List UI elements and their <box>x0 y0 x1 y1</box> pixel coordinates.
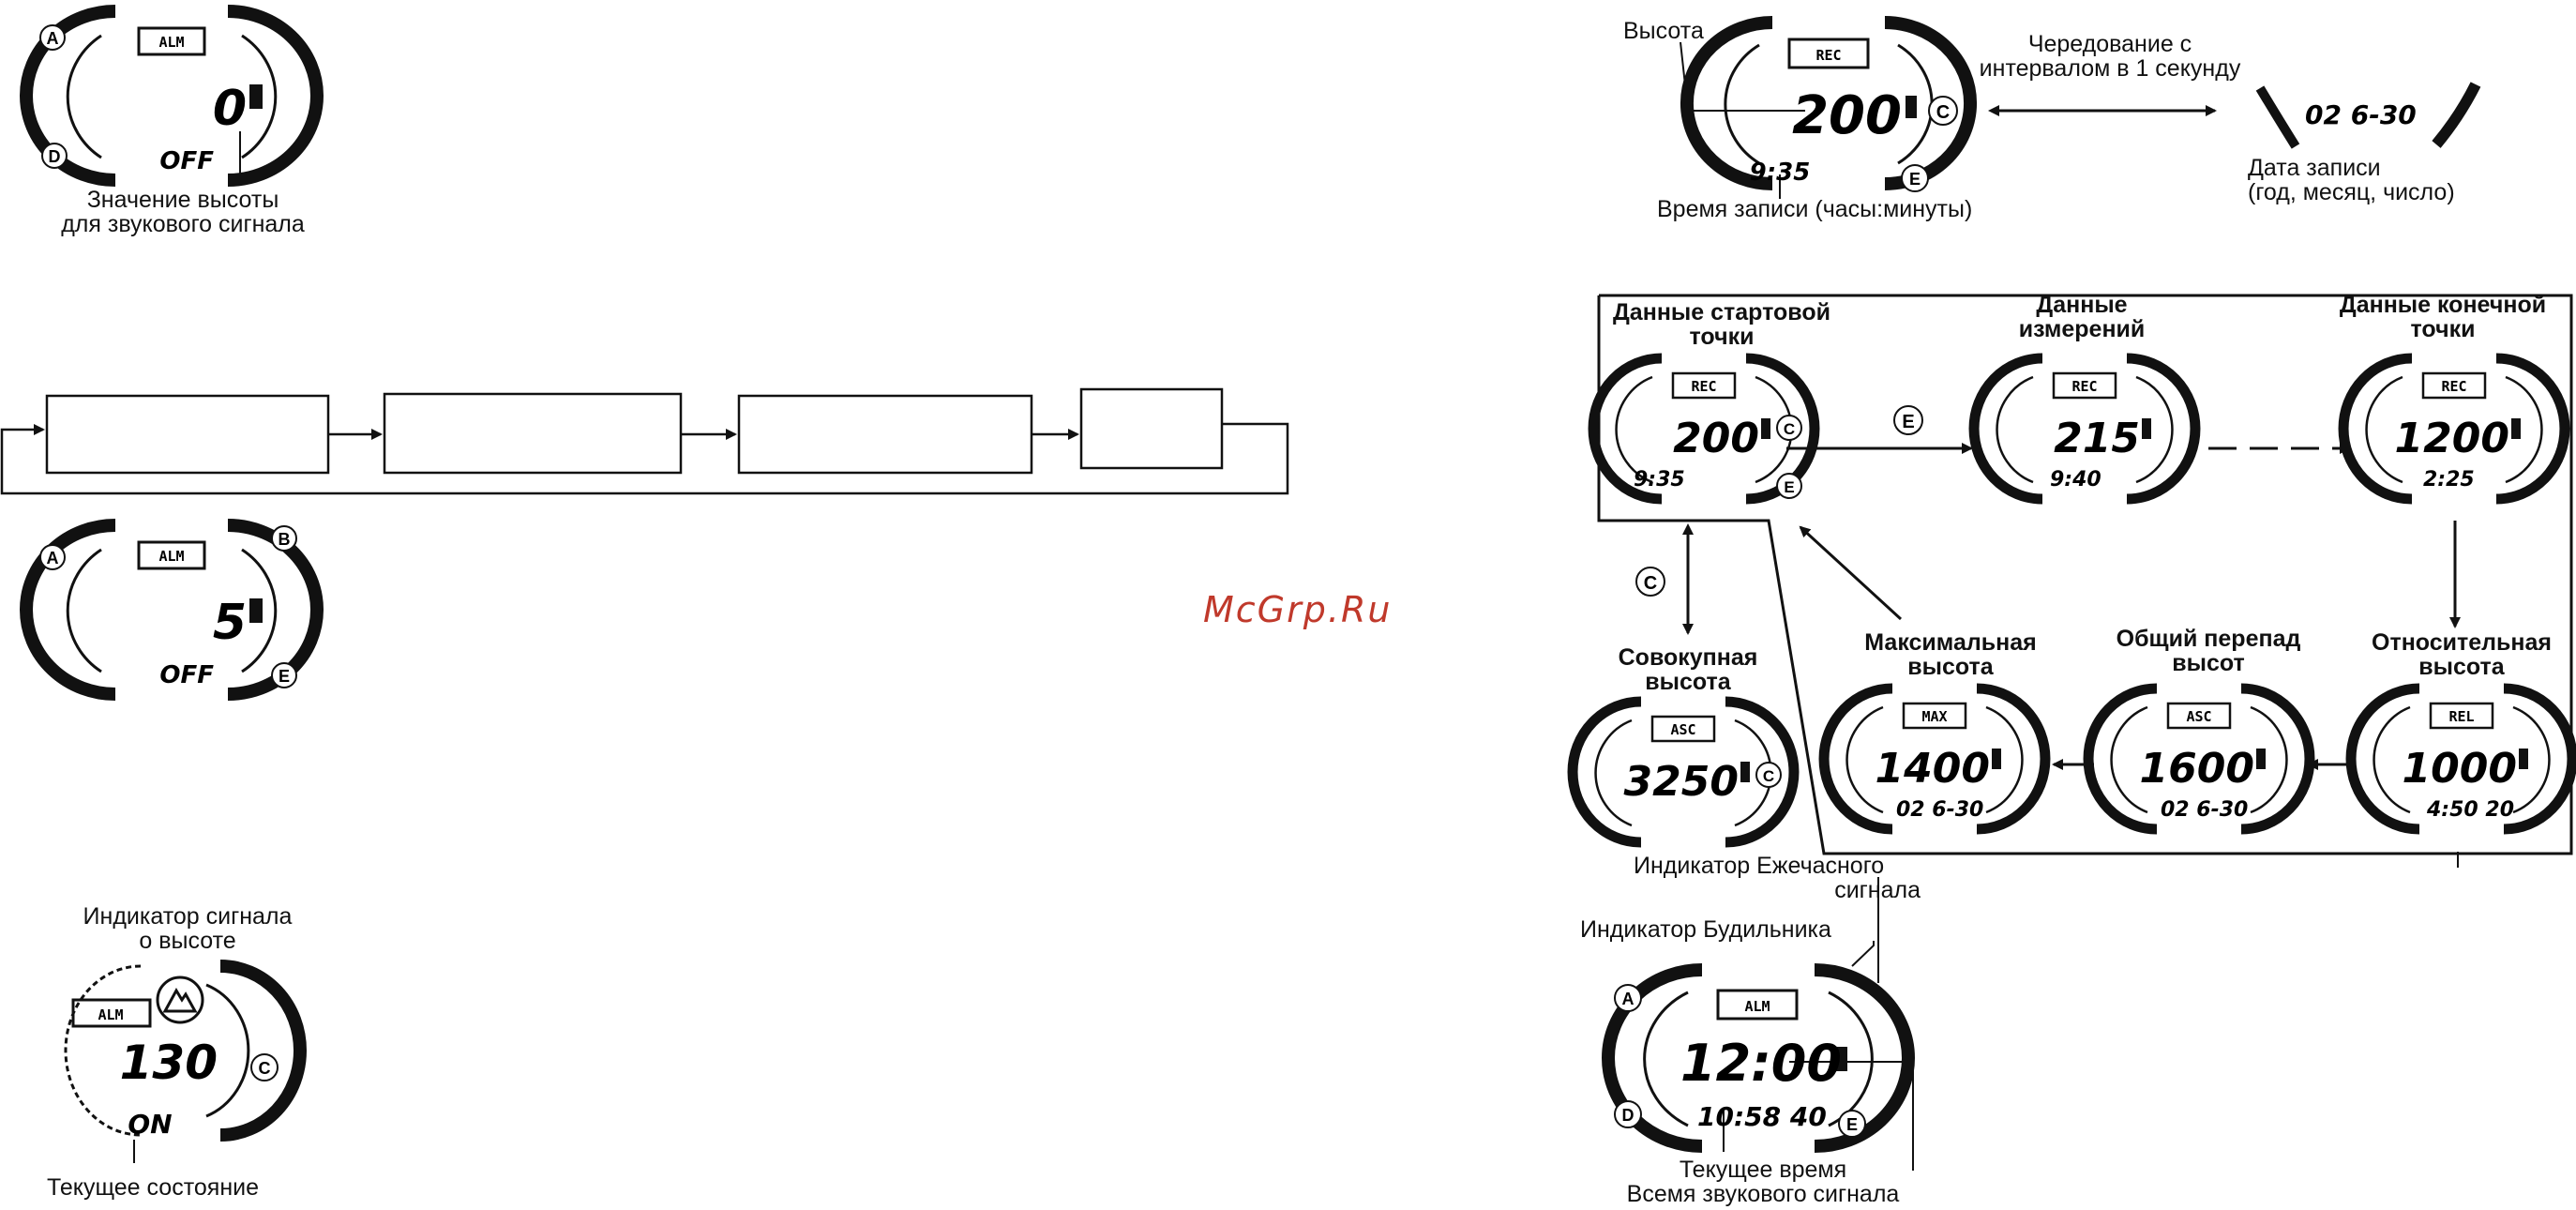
max-label: Максимальная высота <box>1864 629 2037 680</box>
altitude-value: 130 <box>120 1036 218 1090</box>
measure-time: 9:40 <box>2050 468 2101 492</box>
alarm-state: OFF <box>159 147 214 175</box>
arrow-e-marker: E <box>1893 405 1923 435</box>
button-a-icon: A <box>47 29 59 48</box>
watch-total: ASC 1600 02 6-30 <box>2083 683 2315 835</box>
mode-label: REC <box>2441 378 2466 395</box>
total-date: 02 6-30 <box>2161 798 2248 822</box>
alarm-label: Индикатор Будильника <box>1580 916 1831 943</box>
start-label: Данные стартовой точки <box>1613 299 1830 350</box>
hourly-label: Индикатор Ежечасного сигнала <box>1634 853 1921 903</box>
end-label: Данные конечной точки <box>2339 292 2547 342</box>
total-altitude: 1600 <box>2140 745 2254 793</box>
mode-label: REC <box>1691 378 1716 395</box>
button-e-icon: E <box>279 667 290 686</box>
alarm-state: ON <box>128 1109 172 1140</box>
cycle-frame <box>1597 294 2573 855</box>
watch1-caption: Значение высоты для звукового сигнала <box>61 187 305 237</box>
mode-label: ALM <box>158 548 184 565</box>
button-c-icon: C <box>1763 767 1774 785</box>
button-c-icon: C <box>259 1059 271 1078</box>
current-time-value: 10:58 40 <box>1697 1101 1827 1132</box>
record-time-label: Время записи (часы:минуты) <box>1657 196 1973 222</box>
mode-label: REC <box>1815 47 1841 64</box>
mode-label: ASC <box>1670 721 1695 738</box>
date-display: 02 6-30 <box>2255 79 2483 154</box>
arrow-c-marker: C <box>1635 567 1665 597</box>
watch-record: REC 200 9:35 C E <box>1680 16 1979 192</box>
watch-relative: REL 1000 4:50 20 <box>2345 683 2576 835</box>
record-time: 9:35 <box>1750 159 1811 187</box>
watch-alarm-setting: ALM 5 OFF A B E <box>20 519 324 701</box>
measure-altitude: 215 <box>2054 415 2140 462</box>
end-time: 2:25 <box>2423 468 2475 492</box>
flow-box-1 <box>45 394 330 475</box>
arrow-max-to-start <box>1799 525 1903 621</box>
button-d-icon: D <box>1622 1106 1634 1125</box>
watch-start: REC 200 9:35 C E <box>1588 353 1820 505</box>
relative-label: Относительная высота <box>2372 629 2552 680</box>
mode-label: ALM <box>98 1006 123 1023</box>
button-c-icon: C <box>1644 573 1657 594</box>
watch-measure: REC 215 9:40 <box>1968 353 2201 505</box>
watch-end: REC 1200 2:25 <box>2338 353 2570 505</box>
record-date-label: Дата записи (год, месяц, число) <box>2248 155 2455 205</box>
button-d-icon: D <box>49 147 61 166</box>
alternate-label: Чередование с интервалом в 1 секунду <box>1979 31 2241 82</box>
max-date: 02 6-30 <box>1896 798 1983 822</box>
mode-label: ASC <box>2186 708 2211 725</box>
watch-alarm-value: ALM 0 OFF A D <box>20 5 324 187</box>
record-altitude: 200 <box>1792 85 1902 146</box>
mode-label: ALM <box>1744 998 1770 1015</box>
watch-cumulative: ASC 3250 C <box>1567 696 1810 848</box>
alarm-altitude-digit: 0 <box>213 81 247 137</box>
flow-box-4 <box>1079 387 1224 470</box>
altitude-label: Высота <box>1623 18 1704 44</box>
start-time: 9:35 <box>1634 468 1685 492</box>
cumulative-altitude: 3250 <box>1624 758 1739 806</box>
button-c-icon: C <box>1936 102 1950 123</box>
alarm-time-value: 12:00 <box>1680 1034 1842 1093</box>
flow-box-3 <box>737 394 1033 475</box>
total-label: Общий перепад высот <box>2116 626 2301 676</box>
max-altitude: 1400 <box>1876 745 1990 793</box>
button-c-icon: C <box>1784 420 1795 438</box>
indicator-caption: Индикатор сигнала о высоте <box>83 903 293 954</box>
button-e-icon: E <box>1784 478 1794 496</box>
watch-time: ALM 12:00 10:58 40 A D E <box>1602 963 1915 1154</box>
alarm-setting-digit: 5 <box>213 595 247 651</box>
button-e-icon: E <box>1846 1115 1858 1134</box>
button-b-icon: B <box>279 530 291 549</box>
button-a-icon: A <box>47 549 59 567</box>
relative-altitude: 1000 <box>2403 745 2517 793</box>
record-date: 02 6-30 <box>2305 99 2417 130</box>
mode-label: REC <box>2071 378 2097 395</box>
mountain-icon <box>162 987 198 1013</box>
start-altitude: 200 <box>1673 415 1759 462</box>
flow-box-2 <box>383 392 683 475</box>
mode-label: REL <box>2448 708 2474 725</box>
state-caption: Текущее состояние <box>47 1174 260 1201</box>
relative-time: 4:50 20 <box>2426 798 2514 822</box>
watch-max: MAX 1400 02 6-30 <box>1818 683 2051 835</box>
end-altitude: 1200 <box>2395 415 2509 462</box>
mode-label: MAX <box>1921 708 1947 725</box>
measure-label: Данные измерений <box>2018 292 2146 342</box>
button-a-icon: A <box>1622 990 1634 1008</box>
button-e-icon: E <box>1909 170 1921 189</box>
cumulative-label: Совокупная высота <box>1618 644 1758 695</box>
flow-diagram <box>0 387 1289 495</box>
alarm-state: OFF <box>159 661 214 689</box>
bottom-captions: Текущее время Всемя звукового сигнала <box>1626 1157 1900 1207</box>
watch-alarm-current: ALM 130 ON C <box>56 957 309 1144</box>
watermark: McGrp.Ru <box>1203 589 1393 630</box>
mode-label: ALM <box>158 34 184 51</box>
button-e-icon: E <box>1902 412 1914 432</box>
